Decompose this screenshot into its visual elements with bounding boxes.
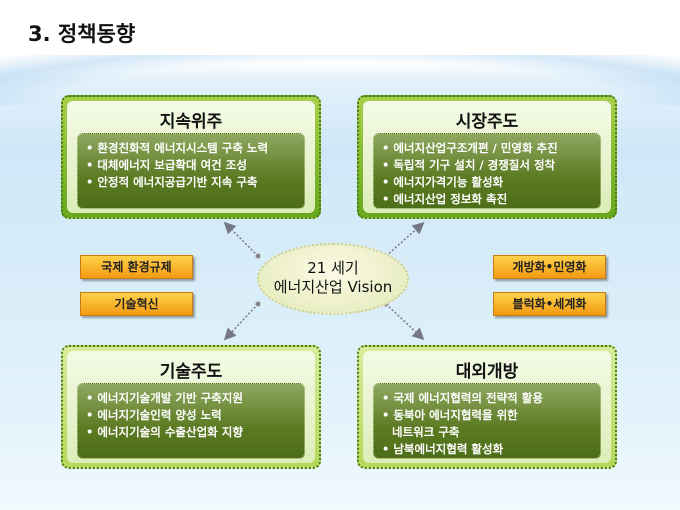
box-heading: 기술주도 — [159, 362, 223, 382]
box-heading: 시장주도 — [455, 112, 519, 132]
box-sustainability: 지속위주 • 환경친화적 에너지시스템 구축 노력 • 대체에너지 보급확대 여… — [61, 95, 321, 219]
tag-tech-innovation: 기술혁신 — [80, 292, 193, 316]
list-item: • 에너지기술인력 양성 노력 — [86, 408, 222, 422]
list-item: • 에너지기술의 수출산업화 지향 — [86, 425, 243, 439]
arrow-top-right — [385, 222, 425, 257]
list-item: • 안정적 에너지공급기반 지속 구축 — [86, 175, 258, 189]
page-title: 3. 정책동향 — [28, 22, 136, 46]
box-technology-led: 기술주도 • 에너지기술개발 기반 구축지원 • 에너지기술인력 양성 노력 •… — [61, 345, 321, 469]
box-panel: • 환경친화적 에너지시스템 구축 노력 • 대체에너지 보급확대 여건 조성 … — [77, 133, 305, 209]
list-item: • 동북아 에너지협력을 위한 — [382, 408, 518, 422]
tag-intl-environment-regulation: 국제 환경규제 — [80, 255, 193, 279]
list-item: • 대체에너지 보급확대 여건 조성 — [86, 158, 247, 172]
list-item: • 국제 에너지협력의 전략적 활용 — [382, 391, 543, 405]
center-line-2: 에너지산업 Vision — [273, 278, 393, 296]
box-heading: 대외개방 — [455, 362, 519, 382]
arrow-bottom-right — [385, 303, 425, 341]
list-item: • 에너지기술개발 기반 구축지원 — [86, 391, 243, 405]
box-panel: • 국제 에너지협력의 전략적 활용 • 동북아 에너지협력을 위한 네트워크 … — [373, 383, 601, 459]
center-line-1: 21 세기 — [307, 259, 359, 277]
box-market-led: 시장주도 • 에너지산업구조개편 / 민영화 추진 • 독립적 기구 설치 / … — [357, 95, 617, 219]
tag-bloc-globalization: 블럭화•세계화 — [493, 292, 606, 316]
box-external-opening: 대외개방 • 국제 에너지협력의 전략적 활용 • 동북아 에너지협력을 위한 … — [357, 345, 617, 469]
list-item-continued: 네트워크 구축 — [392, 425, 460, 439]
list-item: • 독립적 기구 설치 / 경쟁질서 정착 — [382, 158, 556, 172]
arrow-bottom-left — [223, 303, 259, 341]
list-item: • 에너지산업구조개편 / 민영화 추진 — [382, 141, 558, 155]
arrow-top-left — [223, 221, 259, 257]
list-item: • 환경친화적 에너지시스템 구축 노력 — [86, 141, 269, 155]
box-panel: • 에너지산업구조개편 / 민영화 추진 • 독립적 기구 설치 / 경쟁질서 … — [373, 133, 601, 209]
center-vision-ellipse: 21 세기 에너지산업 Vision — [257, 243, 409, 315]
tag-opening-privatization: 개방화•민영화 — [493, 255, 606, 279]
list-item: • 남북에너지협력 활성화 — [382, 442, 504, 456]
box-panel: • 에너지기술개발 기반 구축지원 • 에너지기술인력 양성 노력 • 에너지기… — [77, 383, 305, 459]
box-heading: 지속위주 — [159, 112, 223, 132]
list-item: • 에너지산업 정보화 촉진 — [382, 192, 508, 206]
list-item: • 에너지가격기능 활성화 — [382, 175, 504, 189]
